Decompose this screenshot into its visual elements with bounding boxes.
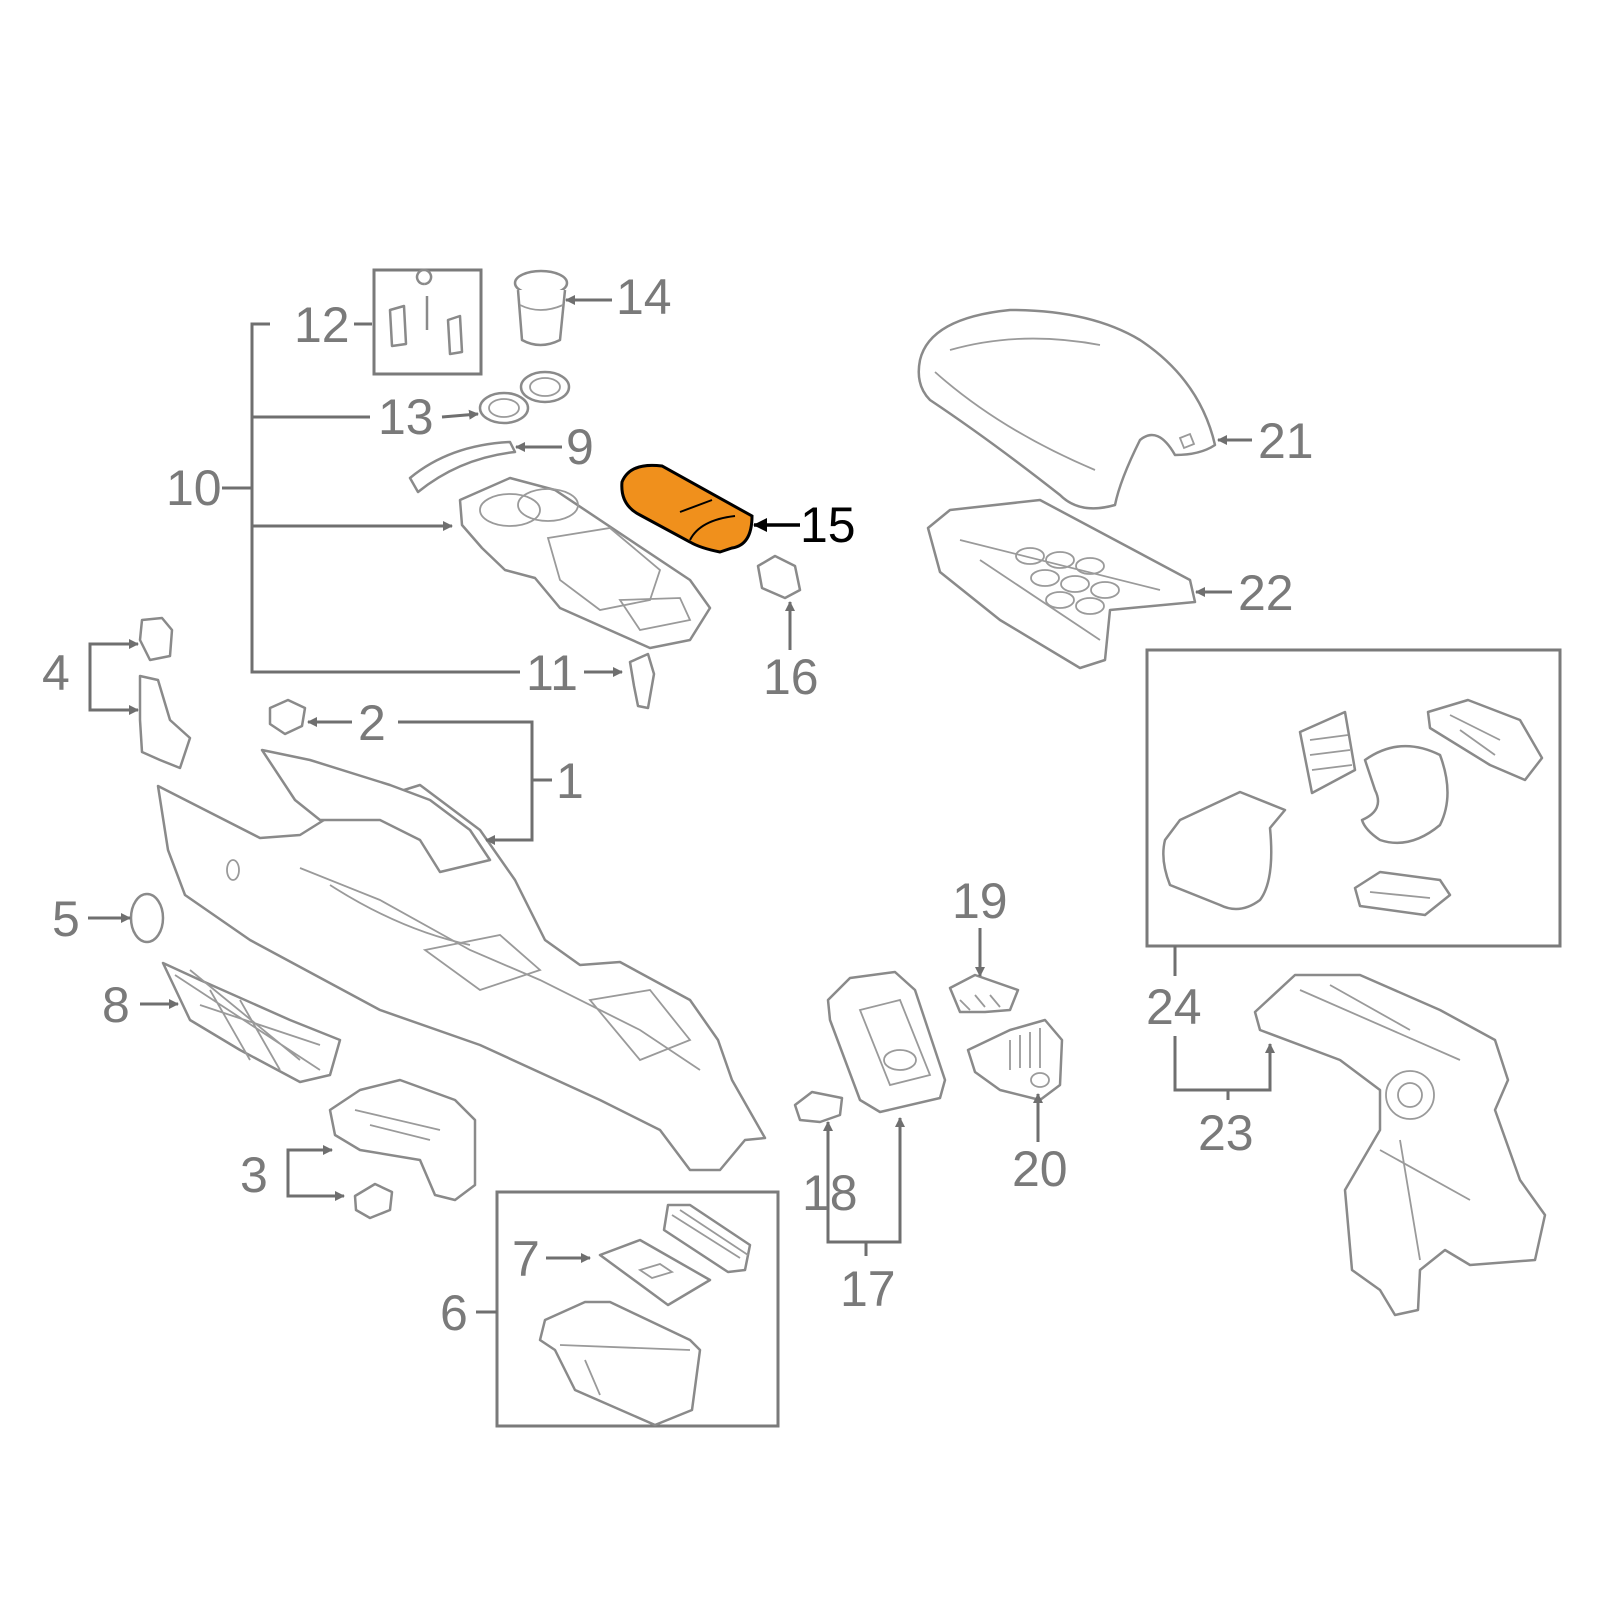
- part-21-armrest: [917, 308, 1217, 510]
- part-19-clip: [948, 973, 1020, 1014]
- callout-13: 13: [378, 389, 434, 445]
- part-6-storage-group: [495, 1190, 780, 1428]
- part-16-switch: [756, 554, 802, 600]
- callout-4: 4: [42, 645, 70, 701]
- part-13-rings: [478, 370, 571, 425]
- callout-17: 17: [840, 1261, 896, 1317]
- callout-20: 20: [1012, 1141, 1068, 1197]
- callout-6: 6: [440, 1285, 468, 1341]
- callout-labels: 12 14 13 9 10 15 16 11 21 22 4 2 1 5 8 3…: [42, 269, 1314, 1341]
- callout-9: 9: [566, 419, 594, 475]
- callout-5: 5: [52, 891, 80, 947]
- callout-22: 22: [1238, 565, 1294, 621]
- callout-23: 23: [1198, 1105, 1254, 1161]
- part-9-trim: [408, 440, 517, 494]
- part-17-panel: [826, 970, 947, 1114]
- part-22-honeycomb: [1015, 547, 1120, 615]
- callout-16: 16: [763, 649, 819, 705]
- part-10-console-top: [458, 476, 712, 650]
- part-3-bracket: [328, 1078, 477, 1220]
- part-11-clip: [628, 652, 656, 710]
- callout-2: 2: [358, 695, 386, 751]
- callout-11: 11: [526, 645, 578, 701]
- part-15-mat[interactable]: [620, 463, 754, 554]
- callout-7: 7: [512, 1231, 540, 1287]
- part-22-armrest-base: [926, 498, 1197, 670]
- callout-19: 19: [952, 873, 1008, 929]
- part-23-frame: [1253, 973, 1547, 1317]
- callout-15: 15: [800, 497, 856, 553]
- part-14-cup-insert: [513, 269, 569, 347]
- leader-lines: [88, 295, 1275, 1314]
- callout-10: 10: [166, 460, 222, 516]
- part-1-center-console: [156, 748, 767, 1172]
- part-4-brackets: [138, 616, 192, 770]
- callout-18: 18: [802, 1165, 858, 1221]
- part-20-vent: [966, 1018, 1064, 1102]
- part-24-cupholder-group: [1145, 648, 1562, 948]
- part-8-mesh: [161, 961, 342, 1084]
- callout-21: 21: [1258, 413, 1314, 469]
- part-2-clip: [268, 698, 307, 736]
- callout-24: 24: [1146, 979, 1202, 1035]
- callout-1: 1: [556, 753, 584, 809]
- callout-8: 8: [102, 977, 130, 1033]
- part-5-cap: [129, 892, 165, 944]
- part-18-clip: [793, 1090, 844, 1124]
- callout-3: 3: [240, 1147, 268, 1203]
- part-12-clips: [372, 268, 483, 376]
- callout-12: 12: [294, 297, 350, 353]
- callout-14: 14: [616, 269, 672, 325]
